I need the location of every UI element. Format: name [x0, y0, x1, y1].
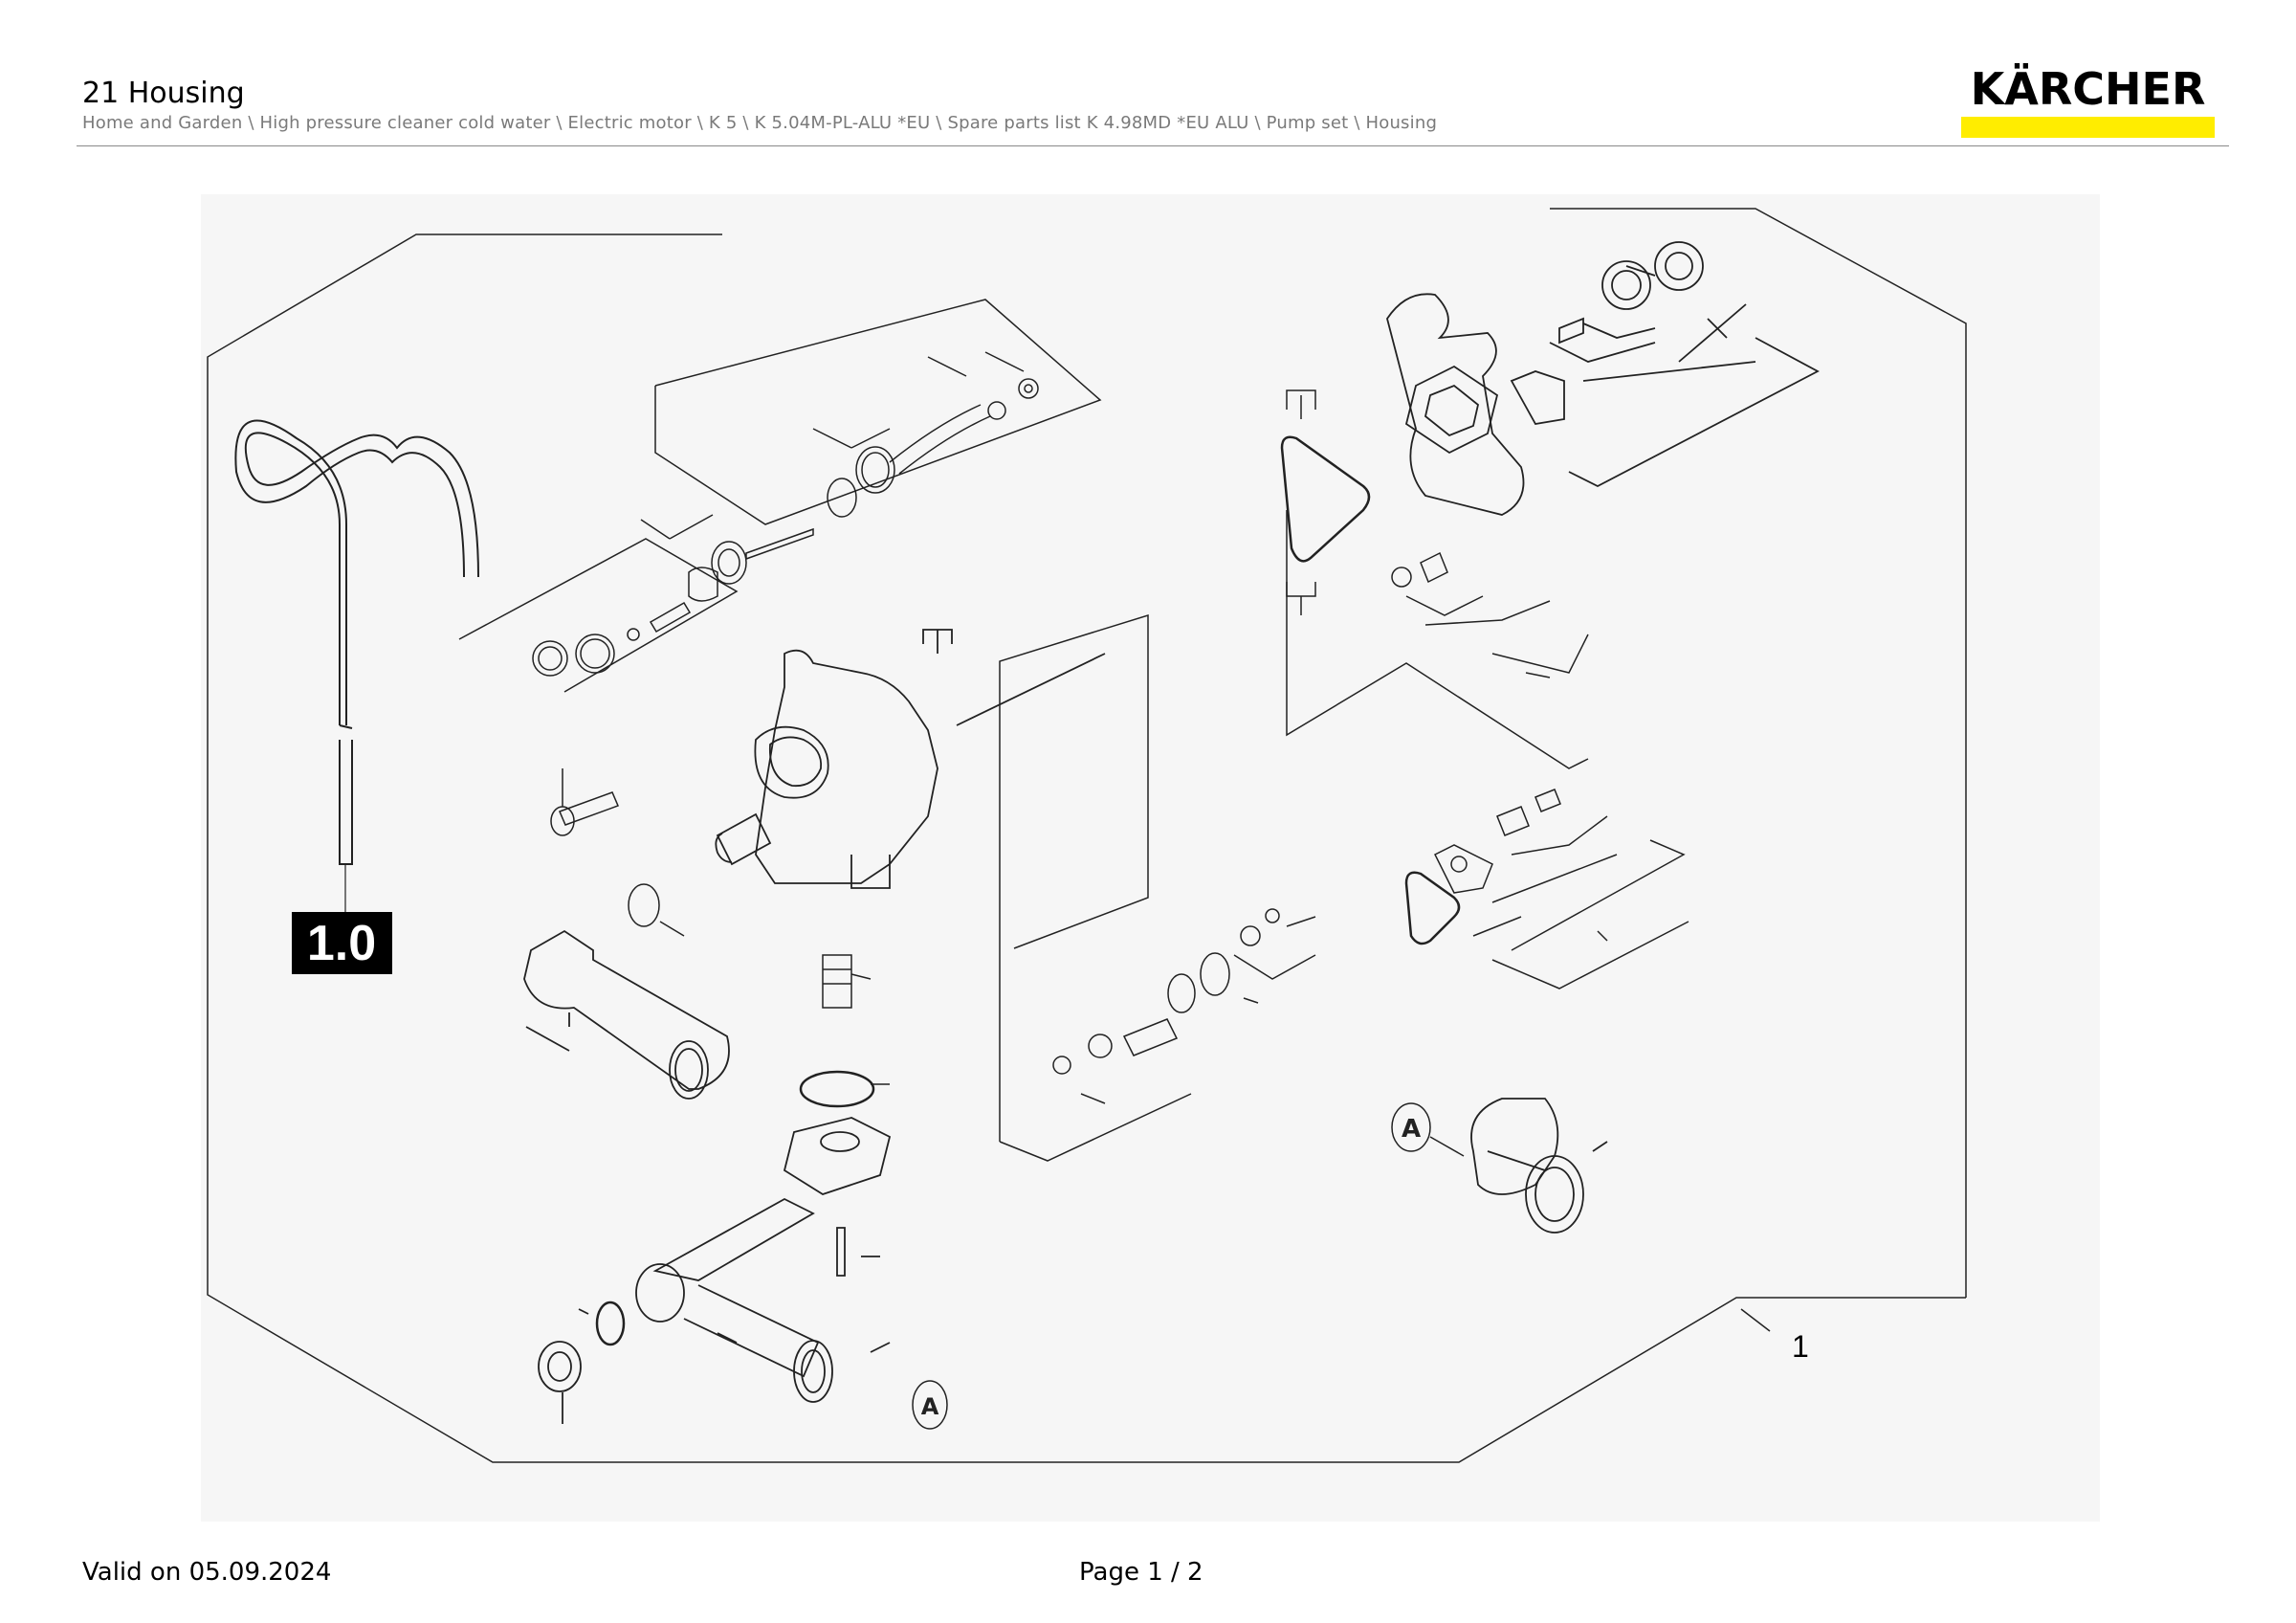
valve-insert-group: [999, 613, 1316, 1162]
gasket-part: [1280, 389, 1371, 615]
breadcrumb[interactable]: Home and Garden \ High pressure cleaner …: [82, 113, 1438, 133]
right-valve-group: [1286, 510, 1689, 989]
pump-head-part: [1386, 241, 1820, 516]
logo-wordmark: KÄRCHER: [1970, 63, 2206, 115]
marker-a-top-label: A: [1402, 1115, 1421, 1144]
header-divider: [77, 145, 2229, 146]
assembly-item-label: 1: [1792, 1329, 1809, 1364]
hose-part: [234, 419, 479, 912]
marker-a-bottom: A: [912, 1380, 948, 1430]
outlet-pipe-part: [523, 929, 730, 1100]
marker-a-top: A: [1391, 1102, 1465, 1157]
page-title: 21 Housing: [82, 77, 245, 110]
housing-screw: [550, 768, 685, 937]
exploded-parts-drawing: A A 1.0 1: [201, 194, 2100, 1522]
check-valve-group: [458, 299, 1102, 693]
assembly-outline: [207, 208, 1967, 1463]
center-valve-part: [799, 954, 890, 1108]
pump-housing-part: [715, 629, 1106, 889]
page-number: Page 1 / 2: [1079, 1558, 1203, 1587]
valid-date-text: Valid on 05.09.2024: [82, 1558, 332, 1587]
assembly-leader-line: [1740, 1308, 1771, 1332]
section-badge-label: 1.0: [307, 916, 376, 971]
logo-yellow-bar: [1961, 117, 2215, 138]
inlet-coupling-part: [1470, 1098, 1608, 1234]
section-badge: 1.0: [292, 912, 392, 974]
marker-a-bottom-label: A: [921, 1393, 939, 1420]
karcher-logo: KÄRCHER: [1961, 63, 2215, 138]
bottom-flange-part: [538, 1117, 892, 1424]
